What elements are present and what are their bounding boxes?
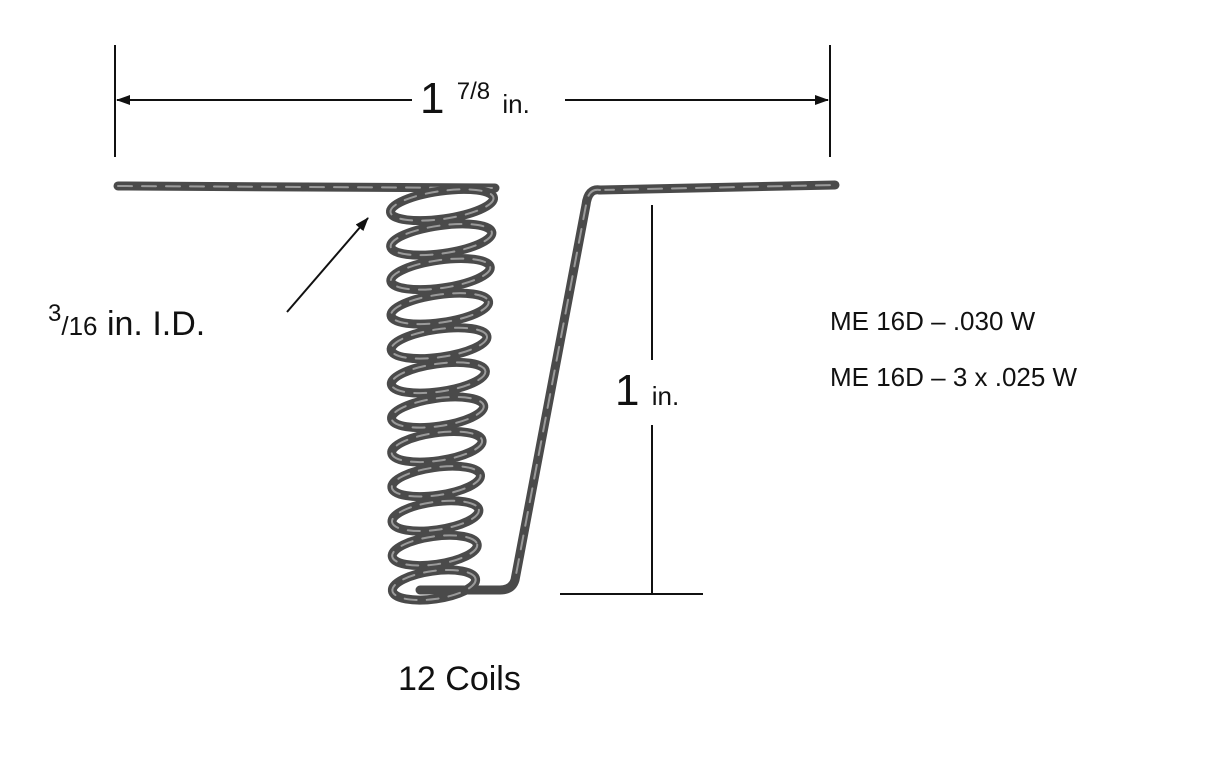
height-dimension-lines	[560, 205, 703, 595]
coil-loop	[390, 326, 489, 360]
width-dimension-lines	[114, 45, 831, 157]
coil-loop	[390, 430, 484, 464]
width-fraction: 7/8	[456, 78, 491, 105]
coil-loop	[390, 395, 485, 429]
width-label: 1 7/8 in.	[420, 74, 530, 124]
coil-wire	[113, 180, 840, 605]
coil-loop	[389, 222, 493, 257]
coil-count-label: 12 Coils	[398, 660, 521, 698]
height-label: 1 in.	[615, 366, 679, 416]
width-whole: 1	[420, 74, 445, 123]
coil-loop	[389, 257, 492, 291]
id-text: in. I.D.	[106, 305, 206, 343]
coil-loop	[391, 499, 480, 533]
width-unit: in.	[502, 89, 530, 119]
inner-diameter-label: 3/16 in. I.D.	[48, 300, 205, 344]
height-unit: in.	[651, 381, 680, 411]
part-number-2: ME 16D – 3 x .025 W	[830, 362, 1078, 392]
part-number-1: ME 16D – .030 W	[830, 306, 1036, 336]
coil-loop	[390, 361, 487, 395]
coil-loop	[390, 465, 482, 498]
coil-loop	[391, 534, 479, 567]
coil-loop	[389, 292, 490, 326]
id-fraction-den: /16	[61, 311, 98, 341]
id-fraction-num: 3	[48, 300, 62, 327]
coil-loop	[389, 188, 495, 222]
id-arrow	[286, 217, 369, 313]
coil-loop	[391, 568, 477, 602]
height-whole: 1	[615, 366, 640, 415]
